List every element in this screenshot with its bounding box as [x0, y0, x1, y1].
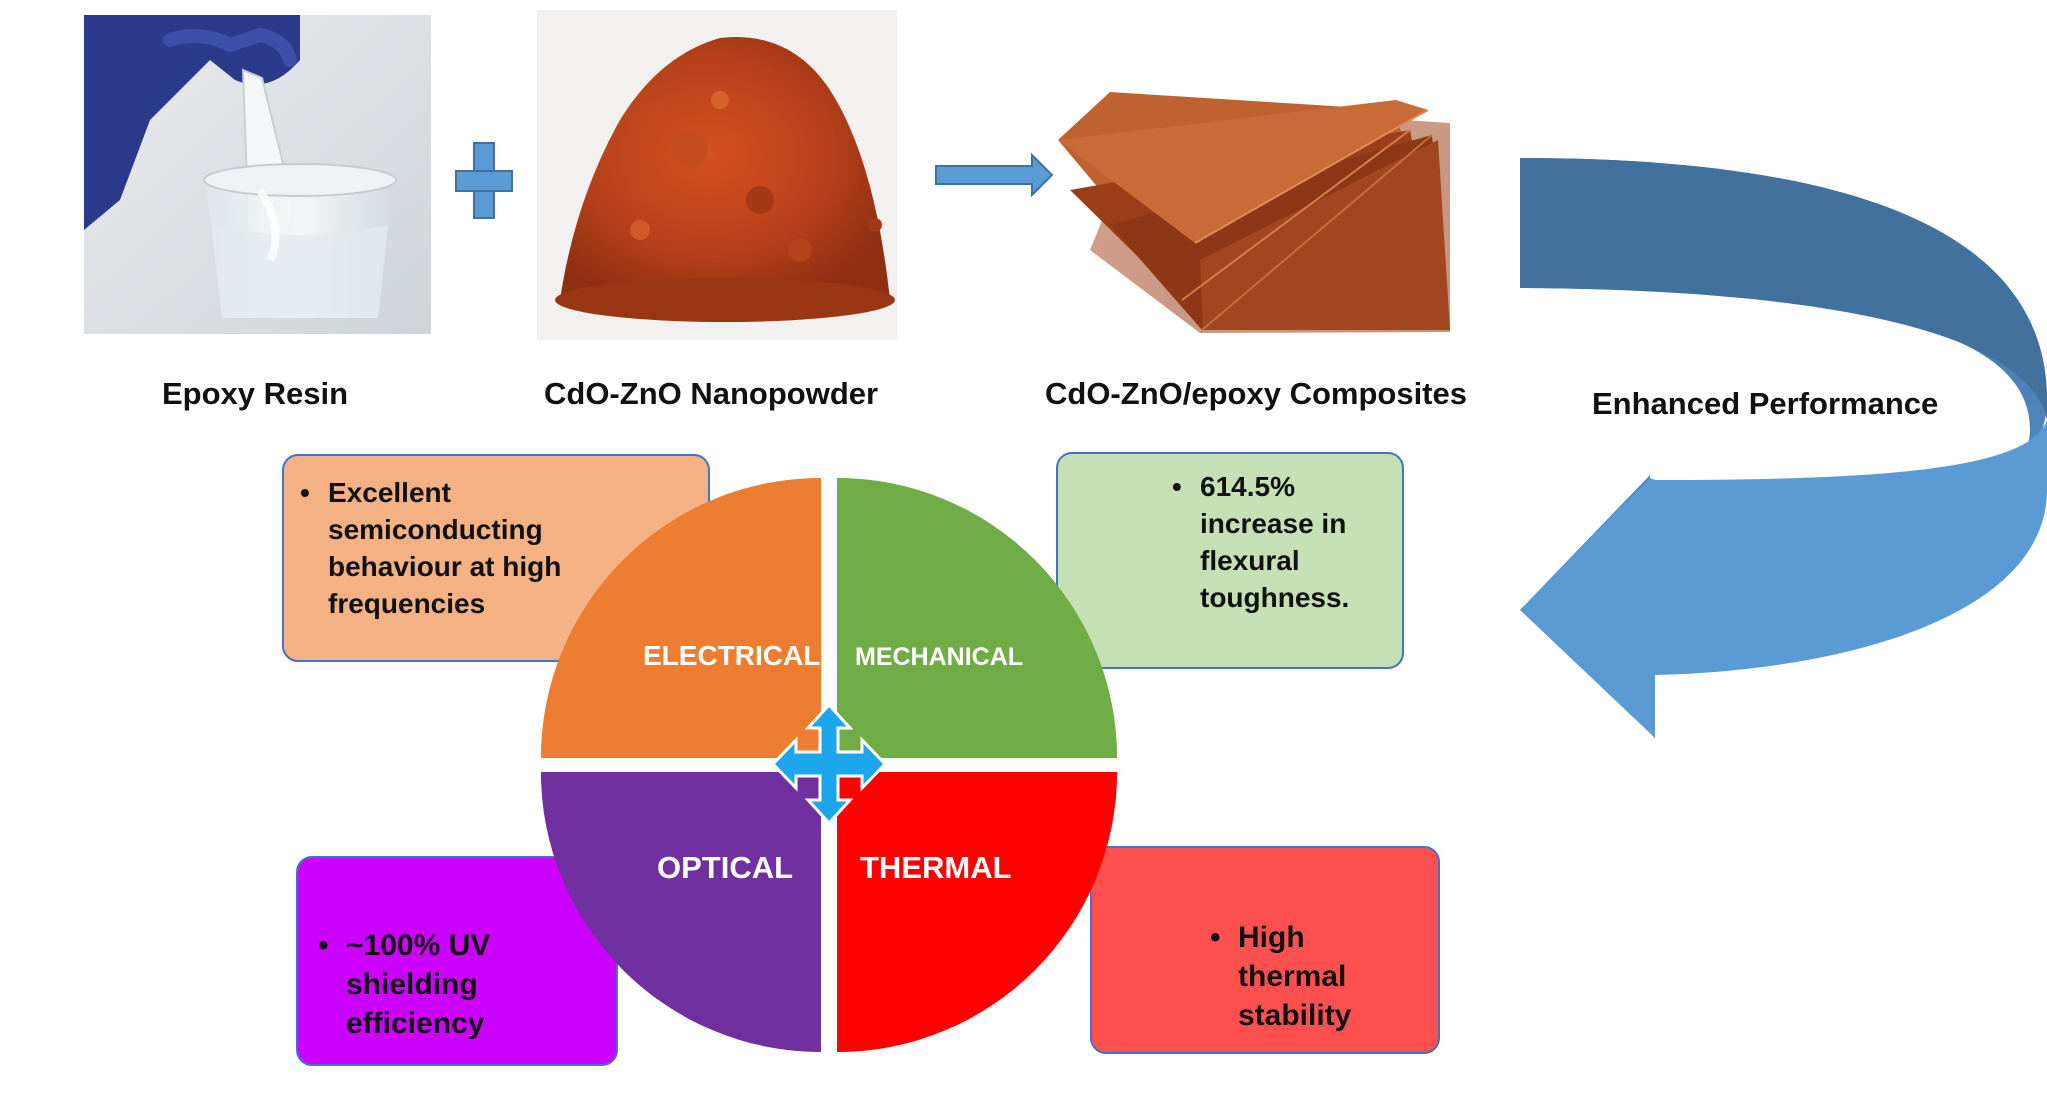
epoxy-resin-caption: Epoxy Resin	[162, 376, 349, 411]
thermal-detail-text: High thermal stability	[1206, 918, 1418, 1035]
thermal-detail-box: High thermal stability	[1090, 846, 1440, 1054]
composites-caption: CdO-ZnO/epoxy Composites	[1045, 376, 1467, 411]
electrical-label: ELECTRICAL	[643, 640, 821, 671]
electrical-detail-text: Excellent semiconducting behaviour at hi…	[296, 474, 628, 622]
enhanced-performance-caption: Enhanced Performance	[1592, 386, 1939, 421]
optical-detail-text: ~100% UV shielding efficiency	[314, 926, 576, 1043]
composites-image	[1058, 92, 1450, 333]
nanopowder-image	[537, 10, 897, 340]
mechanical-detail-box: 614.5% increase in flexural toughness.	[1056, 452, 1404, 669]
optical-label: OPTICAL	[657, 850, 794, 885]
process-arrow-icon	[935, 152, 1054, 198]
thermal-label: THERMAL	[860, 850, 1012, 885]
nanopowder-caption: CdO-ZnO Nanopowder	[544, 376, 879, 411]
mechanical-label: MECHANICAL	[855, 643, 1024, 671]
enhanced-performance-arrow-icon	[1520, 158, 2047, 738]
mechanical-detail-text: 614.5% increase in flexural toughness.	[1168, 468, 1400, 616]
epoxy-resin-image	[84, 15, 431, 334]
optical-detail-box: ~100% UV shielding efficiency	[296, 856, 618, 1066]
plus-icon	[455, 142, 513, 219]
